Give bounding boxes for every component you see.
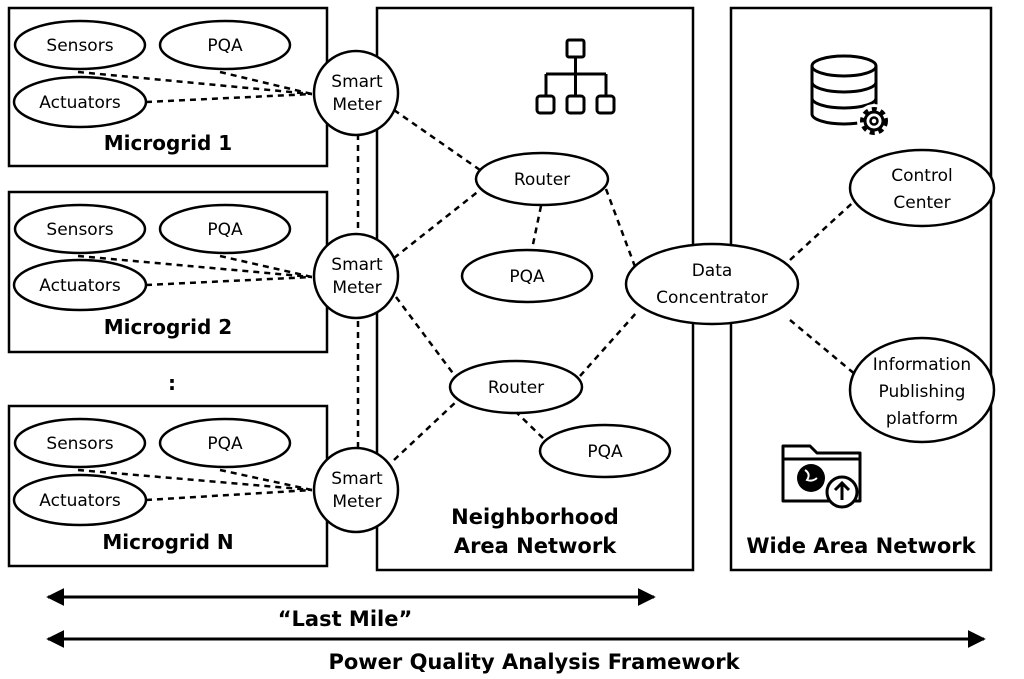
network-links: [393, 108, 863, 461]
database-gear-icon: [810, 54, 891, 138]
svg-text:Information: Information: [873, 355, 971, 375]
microgrid-title: Microgrid 1: [104, 131, 232, 155]
data-concentrator-node: Data Concentrator: [624, 242, 800, 326]
router-label: Router: [488, 378, 544, 398]
svg-text:Data: Data: [692, 261, 733, 281]
nan-title: Neighborhood: [451, 505, 619, 529]
microgrid-links: [77, 70, 313, 502]
svg-text:Smart: Smart: [331, 72, 383, 92]
sensors-node: [13, 203, 147, 255]
smart-meter-node: Smart Meter: [312, 232, 400, 320]
router-node: [474, 151, 610, 207]
pqa-label: PQA: [207, 220, 243, 240]
pqa-node: [538, 423, 672, 479]
sensors-label: Sensors: [46, 220, 113, 240]
pqa-node: [158, 19, 292, 71]
sensors-label: Sensors: [46, 36, 113, 56]
sensors-node: [13, 19, 147, 71]
pqa-label: PQA: [509, 267, 545, 287]
actuators-node: [12, 258, 148, 312]
actuators-label: Actuators: [39, 93, 121, 113]
network-hierarchy-icon: [535, 38, 616, 115]
pqa-label: PQA: [207, 36, 243, 56]
svg-text:Meter: Meter: [332, 492, 381, 512]
svg-text:Center: Center: [893, 193, 950, 213]
sensors-node: [13, 417, 147, 469]
router-node: [448, 359, 584, 415]
framework-label: Power Quality Analysis Framework: [328, 650, 740, 674]
pqa-node: [158, 417, 292, 469]
wan-title: Wide Area Network: [746, 534, 976, 558]
svg-text:Concentrator: Concentrator: [656, 288, 768, 308]
svg-text:Meter: Meter: [332, 95, 381, 115]
svg-text:Smart: Smart: [331, 255, 383, 275]
svg-text:platform: platform: [886, 409, 958, 429]
router-label: Router: [514, 170, 570, 190]
actuators-label: Actuators: [39, 491, 121, 511]
actuators-node: [12, 473, 148, 527]
pqa-label: PQA: [587, 442, 623, 462]
nan-title: Area Network: [454, 534, 617, 558]
info-publishing-node: Information Publishing platform: [848, 336, 996, 444]
actuators-node: [12, 75, 148, 129]
folder-globe-upload-icon: [781, 444, 862, 509]
control-center-node: Control Center: [848, 148, 996, 228]
svg-text:Smart: Smart: [331, 469, 383, 489]
sensors-label: Sensors: [46, 434, 113, 454]
pqa-label: PQA: [207, 434, 243, 454]
microgrid-title: Microgrid N: [102, 530, 233, 554]
actuators-label: Actuators: [39, 276, 121, 296]
microgrid-ellipsis: :: [168, 371, 176, 395]
last-mile-label: “Last Mile”: [278, 607, 413, 631]
svg-text:Control: Control: [891, 166, 952, 186]
pqa-node: [158, 203, 292, 255]
smart-meter-node: Smart Meter: [312, 446, 400, 534]
svg-text:Publishing: Publishing: [879, 382, 966, 402]
svg-text:Meter: Meter: [332, 278, 381, 298]
microgrid-title: Microgrid 2: [104, 315, 232, 339]
pqa-node: [460, 248, 594, 304]
smart-meter-node: Smart Meter: [312, 49, 400, 137]
